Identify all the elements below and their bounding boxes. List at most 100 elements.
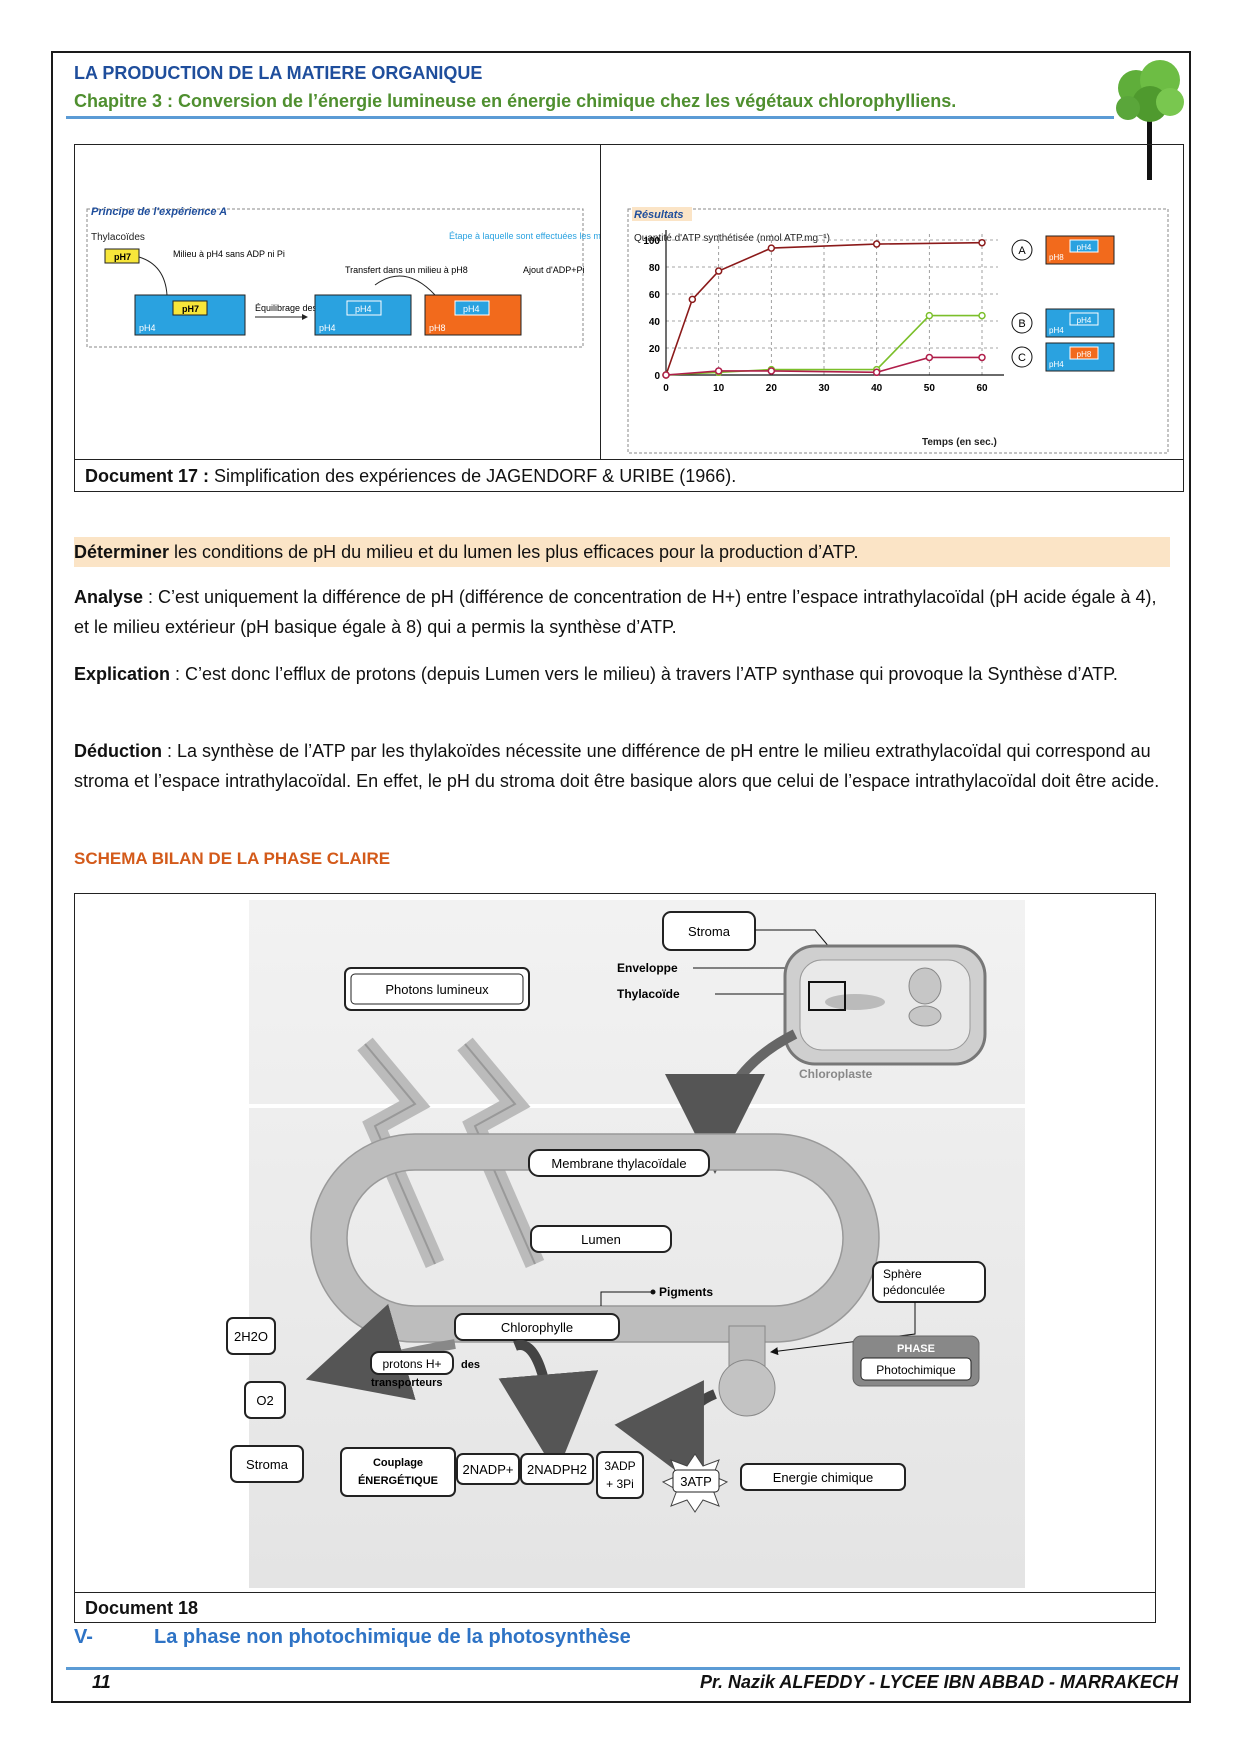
nadp-label: 2NADP+ (463, 1462, 514, 1477)
explication-paragraph: Explication : C’est donc l’efflux de pro… (74, 659, 1174, 689)
x-tick-label: 30 (818, 383, 830, 394)
chlorophylle-label: Chlorophylle (501, 1320, 573, 1335)
header-title: LA PRODUCTION DE LA MATIERE ORGANIQUE (74, 63, 482, 84)
y-tick-label: 20 (649, 344, 661, 355)
beaker3-ph4-inner: pH4 (463, 304, 480, 314)
task-text: les conditions de pH du milieu et du lum… (169, 542, 858, 562)
experiment-title: Principe de l'expérience A (91, 206, 227, 218)
adp-label-1: 3ADP (604, 1459, 635, 1473)
adp-label-2: + 3Pi (606, 1477, 634, 1491)
stroma-top-label: Stroma (688, 924, 731, 939)
section-v-text: La phase non photochimique de la photosy… (154, 1626, 631, 1648)
task-bold: Déterminer (74, 542, 169, 562)
x-tick-label: 0 (663, 383, 669, 394)
data-point-C (874, 369, 880, 375)
y-tick-label: 40 (649, 317, 661, 328)
photochimique-label: Photochimique (876, 1363, 956, 1377)
data-point-B (926, 313, 932, 319)
beaker-outer-label-A: pH8 (1049, 253, 1064, 262)
ph7-box-label: pH7 (114, 252, 131, 262)
results-cell: Résultats Quantité d'ATP synthétisée (nm… (602, 145, 1183, 459)
x-tick-label: 20 (766, 383, 778, 394)
deduction-text: : La synthèse de l’ATP par les thylakoïd… (74, 741, 1159, 791)
footer-rule (66, 1667, 1180, 1670)
phase-label: PHASE (897, 1343, 935, 1355)
deduction-paragraph: Déduction : La synthèse de l’ATP par les… (74, 736, 1174, 796)
y-tick-label: 100 (643, 236, 660, 247)
experiment-diagram: Principe de l'expérience A Thylacoïdes p… (75, 145, 600, 459)
beaker-inner-label-A: pH4 (1077, 243, 1092, 252)
results-xlabel: Temps (en sec.) (922, 437, 997, 448)
data-point-A (716, 268, 722, 274)
experiment-cell: Principe de l'expérience A Thylacoïdes p… (75, 145, 601, 459)
transporteurs-label-1: des (461, 1359, 480, 1371)
beaker-inner-label-B: pH4 (1077, 316, 1092, 325)
thylakoids-label: Thylacoïdes (91, 232, 145, 243)
section-v-number: V- (74, 1626, 154, 1649)
enveloppe-label: Enveloppe (617, 961, 678, 975)
y-tick-label: 80 (649, 263, 661, 274)
doc17-caption-bold: Document 17 : (85, 466, 209, 486)
couplage-label-2: ÉNERGÉTIQUE (358, 1474, 438, 1487)
x-tick-label: 40 (871, 383, 883, 394)
schema-section-title: SCHEMA BILAN DE LA PHASE CLAIRE (74, 849, 390, 869)
energie-label: Energie chimique (773, 1470, 873, 1485)
beaker-outer-label-C: pH4 (1049, 360, 1064, 369)
data-point-A (874, 241, 880, 247)
data-point-C (663, 372, 669, 378)
atp-results-chart: Résultats Quantité d'ATP synthétisée (nm… (602, 145, 1183, 459)
y-tick-label: 60 (649, 290, 661, 301)
data-point-B (979, 313, 985, 319)
membrane-label: Membrane thylacoïdale (551, 1156, 686, 1171)
task-question: Déterminer les conditions de pH du milie… (74, 537, 1170, 567)
photons-label: Photons lumineux (385, 982, 489, 997)
curve-label-A: A (1018, 245, 1026, 257)
transfer-label: Transfert dans un milieu à pH8 (345, 265, 468, 275)
thylacoide-label: Thylacoïde (617, 987, 680, 1001)
explication-text: : C’est donc l’efflux de protons (depuis… (170, 664, 1118, 684)
x-tick-label: 10 (713, 383, 725, 394)
beaker-inner-label-C: pH8 (1077, 350, 1092, 359)
section-v-title: V-La phase non photochimique de la photo… (74, 1626, 631, 1649)
document-18-caption: Document 18 (75, 1592, 1155, 1622)
x-tick-label: 60 (976, 383, 988, 394)
data-point-A (689, 296, 695, 302)
x-tick-label: 50 (924, 383, 936, 394)
data-point-A (768, 245, 774, 251)
phase-claire-diagram: Stroma Enveloppe Thylacoïde Chloroplaste… (75, 894, 1155, 1592)
analyse-text: : C’est uniquement la différence de pH (… (74, 587, 1156, 637)
curve-label-C: C (1018, 352, 1026, 364)
stroma-bottom-label: Stroma (246, 1457, 289, 1472)
sphere-label-1: Sphère (883, 1267, 922, 1281)
curve-label-B: B (1018, 318, 1025, 330)
deduction-bold: Déduction (74, 741, 162, 761)
results-ylabel: Quantité d'ATP synthétisée (nmol ATP.mg⁻… (634, 233, 830, 244)
nadph-label: 2NADPH2 (527, 1462, 587, 1477)
doc17-caption-text: Simplification des expériences de JAGEND… (209, 466, 736, 486)
chapter-title: Chapitre 3 : Conversion de l’énergie lum… (74, 91, 956, 112)
beaker2-ph4: pH4 (319, 323, 336, 333)
beaker-outer-label-B: pH4 (1049, 326, 1064, 335)
data-point-C (979, 354, 985, 360)
footer-author: Pr. Nazik ALFEDDY - LYCEE IBN ABBAD - MA… (700, 1672, 1178, 1693)
couplage-label-1: Couplage (373, 1457, 423, 1469)
document-17-table: Principe de l'expérience A Thylacoïdes p… (74, 144, 1184, 492)
document-18-box: Stroma Enveloppe Thylacoïde Chloroplaste… (74, 893, 1156, 1623)
results-title: Résultats (634, 209, 684, 221)
protons-label: protons H+ (382, 1357, 441, 1371)
explication-bold: Explication (74, 664, 170, 684)
measure-step-label: Étape à laquelle sont effectuées les mes… (449, 231, 600, 241)
beaker2-ph4-inner: pH4 (355, 304, 372, 314)
atp-label: 3ATP (680, 1474, 712, 1489)
analyse-bold: Analyse (74, 587, 143, 607)
analyse-paragraph: Analyse : C’est uniquement la différence… (74, 582, 1174, 642)
sphere-label-2: pédonculée (883, 1283, 945, 1297)
data-point-C (716, 368, 722, 374)
beaker3-ph8: pH8 (429, 323, 446, 333)
y-tick-label: 0 (654, 371, 660, 382)
h2o-label: 2H2O (234, 1329, 268, 1344)
page-number: 11 (92, 1672, 111, 1693)
document-17-caption: Document 17 : Simplification des expérie… (75, 459, 1183, 491)
data-point-A (979, 240, 985, 246)
beaker1-ph4: pH4 (139, 323, 156, 333)
